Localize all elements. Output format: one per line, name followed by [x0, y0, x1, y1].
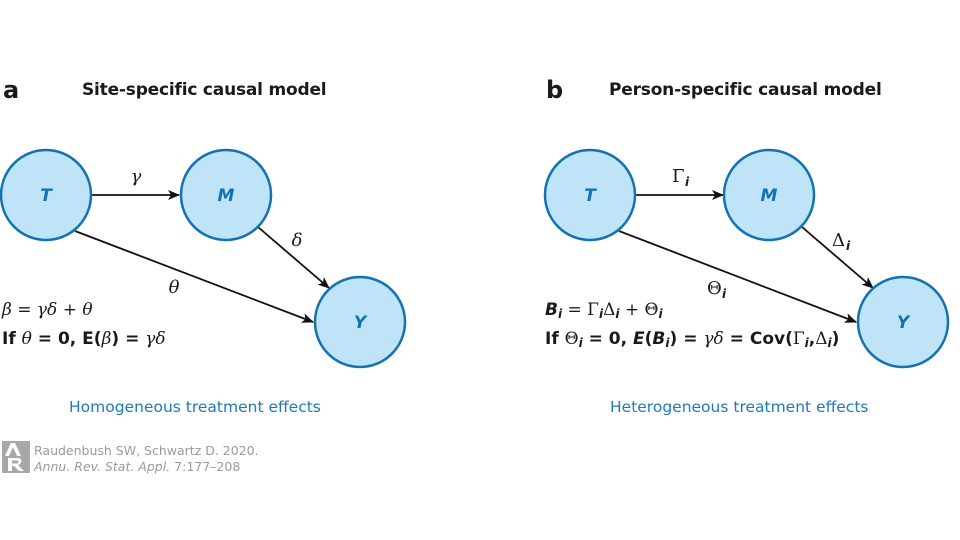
node-m-b-label: M [761, 186, 778, 206]
node-t-a [0, 148, 93, 242]
equation-b-i: Bi = ΓiΔi + Θi [545, 300, 663, 321]
svg-text:Γ: Γ [672, 166, 685, 187]
node-t-a-label: T [40, 186, 53, 206]
panel-a-nodes: T M Y [0, 148, 407, 369]
node-y-a [313, 275, 407, 369]
equation-beta: β = γδ + θ [2, 300, 93, 320]
edge-t-to-y-b [618, 230, 857, 323]
svg-text:Θ: Θ [707, 278, 722, 299]
panel-b-letter: b [546, 76, 564, 104]
panel-b-nodes: T M Y [543, 148, 950, 369]
edge-label-gamma: γ [131, 166, 142, 187]
edge-label-delta-i: Δ i [832, 230, 851, 253]
node-t-b [543, 148, 637, 242]
node-m-b [722, 148, 816, 242]
citation: Raudenbush SW, Schwartz D. 2020. Annu. R… [34, 443, 259, 475]
citation-authors: Raudenbush SW, Schwartz D. 2020. [34, 443, 259, 458]
edge-label-theta: θ [169, 277, 180, 298]
svg-text:i: i [846, 239, 851, 253]
svg-text:Δ: Δ [832, 230, 845, 251]
panel-b-title: Person-specific causal model [609, 80, 882, 100]
panel-b-edges [618, 190, 874, 323]
svg-text:i: i [685, 175, 690, 189]
edge-t-to-y-a [74, 230, 314, 323]
panel-a-letter: a [3, 76, 20, 104]
edge-m-to-y-a [257, 226, 330, 289]
equation-expectation-a: If θ = 0, E(β) = γδ [2, 329, 166, 349]
edge-label-delta: δ [292, 230, 303, 251]
caption-heterogeneous: Heterogeneous treatment effects [610, 398, 869, 416]
panel-a-edges [74, 190, 330, 323]
annual-reviews-logo-icon [2, 441, 30, 473]
node-y-a-label: Y [354, 313, 368, 333]
svg-text:i: i [722, 287, 727, 301]
caption-homogeneous: Homogeneous treatment effects [69, 398, 321, 416]
node-m-a [179, 148, 273, 242]
edge-label-theta-i: Θ i [707, 278, 727, 301]
edge-label-gamma-i: Γ i [672, 166, 690, 189]
citation-journal: Annu. Rev. Stat. Appl. 7:177–208 [34, 459, 241, 474]
node-y-b [856, 275, 950, 369]
edge-m-to-y-b [801, 226, 874, 289]
panel-a-title: Site-specific causal model [82, 80, 327, 100]
node-y-b-label: Y [897, 313, 911, 333]
node-t-b-label: T [584, 186, 597, 206]
equation-expectation-b: If Θi = 0, E(Bi) = γδ = Cov(Γi,Δi) [545, 329, 840, 350]
node-m-a-label: M [218, 186, 235, 206]
